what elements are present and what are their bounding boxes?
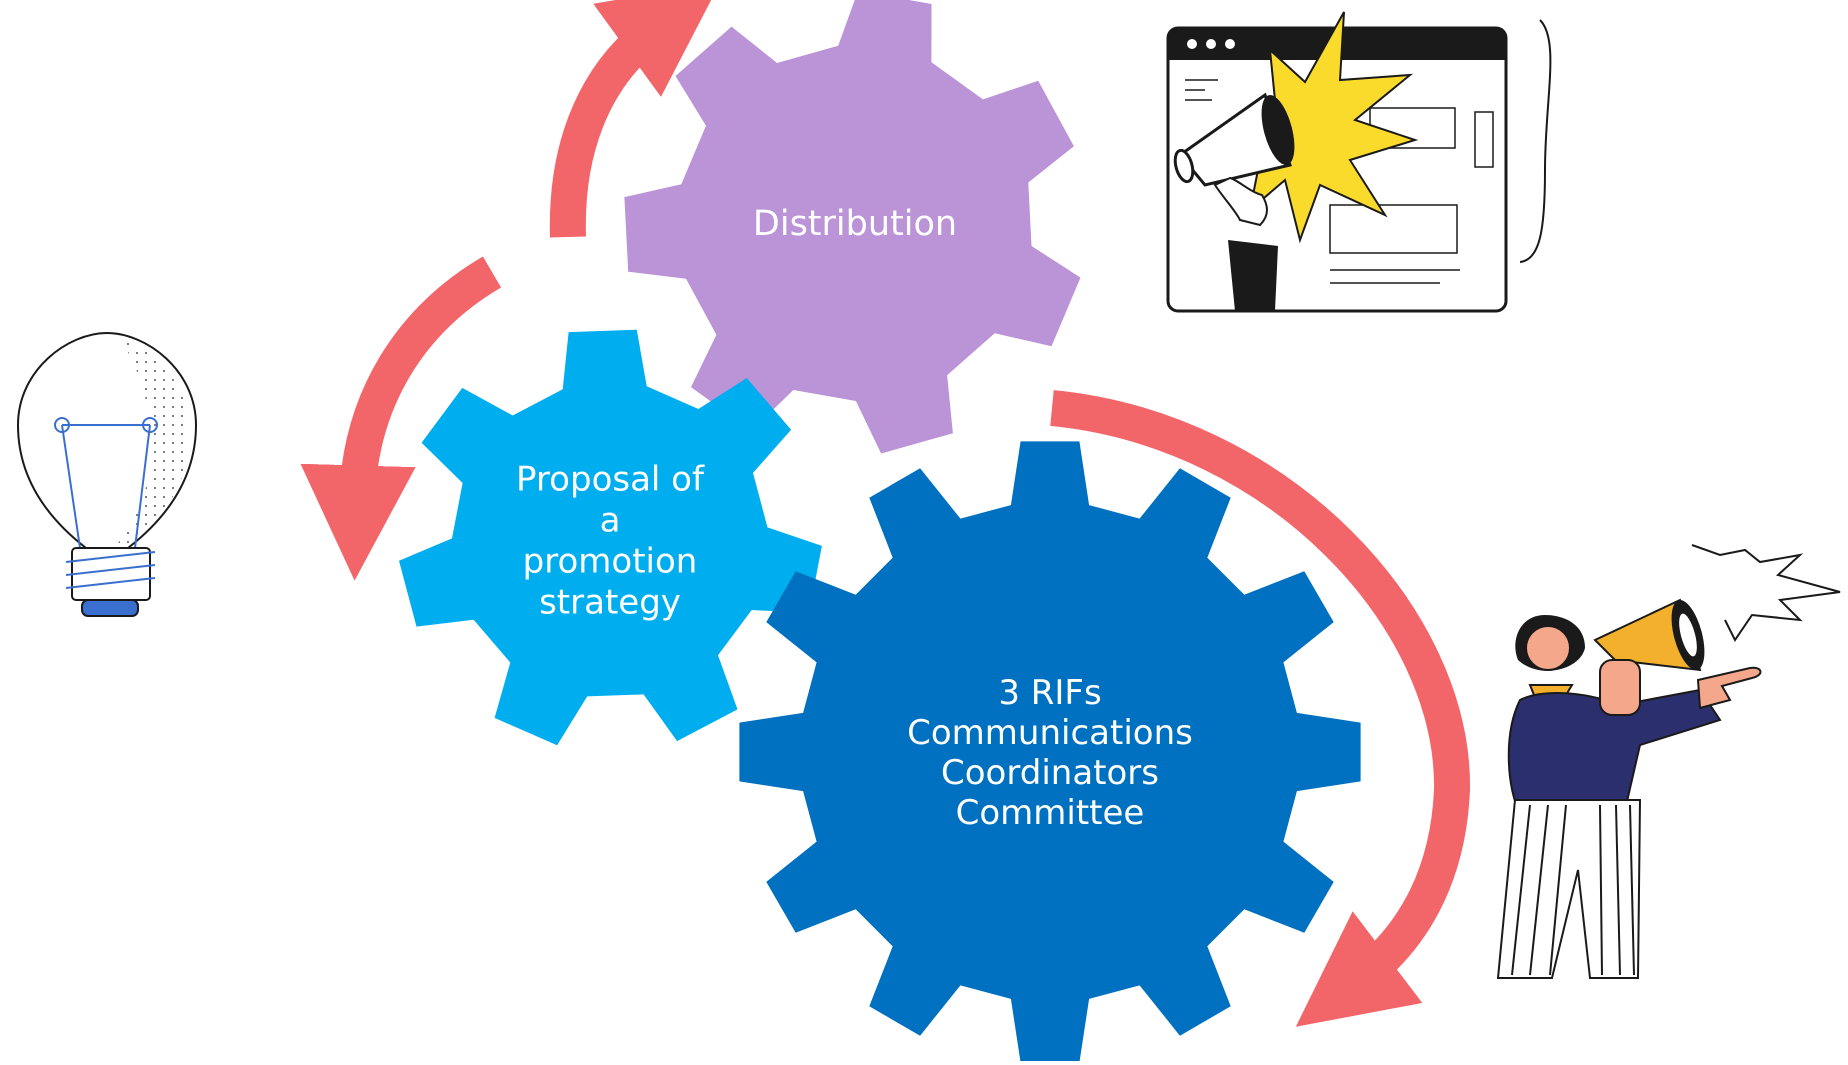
- gear-distribution-label: Distribution: [753, 204, 957, 244]
- gear-proposal-label-line: promotion: [523, 542, 698, 582]
- arrow-to-bulb: [300, 256, 502, 581]
- arrow-to-distribution: [549, 0, 721, 238]
- gear-proposal-shape: [399, 329, 822, 746]
- person-megaphone-illustration: [1496, 544, 1841, 979]
- gear-proposal-label-line: strategy: [539, 583, 681, 623]
- gear-proposal-label-line: Proposal of: [516, 460, 705, 500]
- light-bulb-icon: [16, 331, 198, 617]
- gear-committee-shape: [739, 441, 1361, 1063]
- gear-committee-label-line: Communications: [907, 713, 1193, 753]
- arrow-to-person: [1050, 390, 1471, 1027]
- gear-committee-label-line: Coordinators: [941, 753, 1159, 793]
- gear-committee-label-line: 3 RIFs: [998, 673, 1101, 713]
- browser-megaphone-illustration: [1166, 11, 1552, 313]
- gear-distribution-label-line: Distribution: [753, 204, 957, 244]
- gear-proposal-label-line: a: [600, 501, 621, 541]
- gear-distribution-shape: [624, 0, 1081, 454]
- gear-committee-label-line: Committee: [956, 793, 1145, 833]
- gear-distribution: Distribution: [624, 0, 1081, 454]
